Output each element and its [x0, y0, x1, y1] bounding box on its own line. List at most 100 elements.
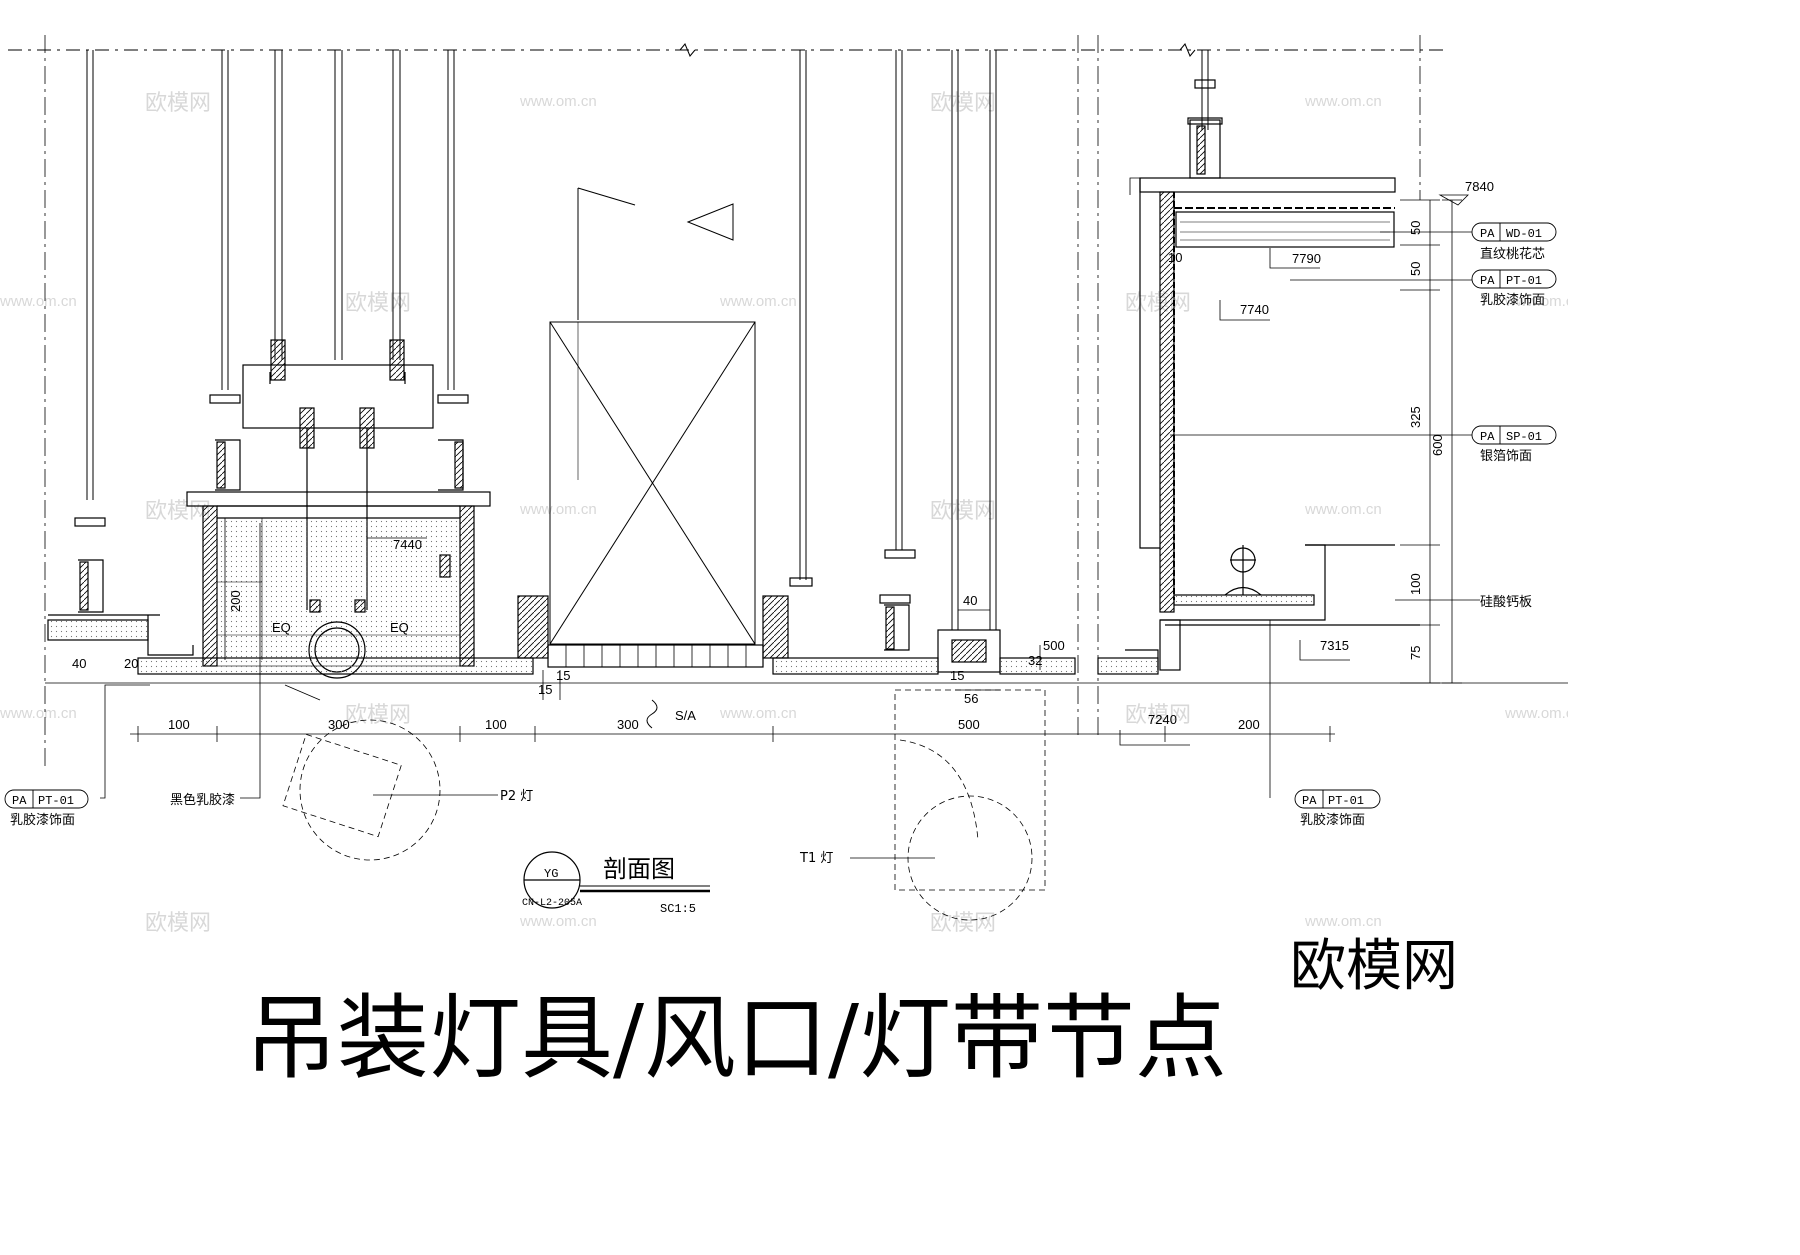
svg-text:WD-01: WD-01 — [1506, 227, 1542, 241]
dim-label: 100 — [1408, 573, 1423, 595]
svg-text:YG: YG — [544, 867, 558, 881]
svg-text:www.om.cn: www.om.cn — [0, 705, 77, 722]
svg-text:www.om.cn: www.om.cn — [1504, 293, 1568, 310]
slab-line — [8, 43, 1445, 57]
svg-text:欧模网: 欧模网 — [145, 911, 211, 936]
dim-label: 300 — [328, 717, 350, 732]
svg-text:www.om.cn: www.om.cn — [1304, 93, 1382, 110]
tag-pt01-right: PA PT-01 乳胶漆饰面 — [1294, 789, 1381, 828]
section-drawing: 欧模网 www.om.cn 欧模网 www.om.cn www.om.cn 欧模… — [0, 35, 1568, 1090]
svg-text:PT-01: PT-01 — [1506, 274, 1542, 288]
svg-text:PA: PA — [1302, 794, 1317, 808]
dim-label: 15 — [950, 668, 964, 683]
elevation-label: 7315 — [1320, 638, 1349, 653]
svg-text:欧模网: 欧模网 — [145, 499, 211, 524]
section-title-block: YG CN-L2-205A 剖面图 SC1:5 — [522, 851, 710, 916]
elevation-label: 7240 — [1148, 712, 1177, 727]
svg-text:欧模网: 欧模网 — [930, 91, 996, 116]
dim-label: 50 — [1408, 262, 1423, 276]
svg-text:www.om.cn: www.om.cn — [1504, 705, 1568, 722]
soffit-box — [186, 491, 491, 679]
dim-label: 32 — [1028, 653, 1042, 668]
svg-text:PA: PA — [1480, 274, 1495, 288]
elevation-labels: 7840 7790 7740 7315 7240 7440 — [393, 179, 1494, 727]
leader-lines — [100, 177, 1480, 859]
hanger-rods — [86, 50, 1209, 630]
dimension-lines — [45, 199, 1568, 742]
dim-label: 600 — [1430, 434, 1445, 456]
dim-label: 300 — [617, 717, 639, 732]
svg-text:乳胶漆饰面: 乳胶漆饰面 — [1480, 292, 1545, 308]
dim-label: 15 — [556, 668, 570, 683]
svg-text:欧模网: 欧模网 — [930, 499, 996, 524]
dimension-labels: 100 300 100 300 S/A 500 200 40 20 15 15 … — [72, 221, 1445, 732]
dim-label: 56 — [964, 691, 978, 706]
dim-label: EQ — [272, 620, 291, 635]
tag-pt01-left: PA PT-01 乳胶漆饰面 — [4, 789, 89, 828]
dim-label: 325 — [1408, 406, 1423, 428]
pendant-lamp-swing — [282, 684, 1046, 921]
svg-text:欧模网: 欧模网 — [345, 703, 411, 728]
svg-text:PT-01: PT-01 — [38, 794, 74, 808]
svg-text:乳胶漆饰面: 乳胶漆饰面 — [10, 812, 75, 828]
svg-text:欧模网: 欧模网 — [930, 911, 996, 936]
dim-label: 40 — [72, 656, 86, 671]
svg-text:PA: PA — [1480, 227, 1495, 241]
calcium-silicate-label: 硅酸钙板 — [1480, 595, 1532, 610]
dim-label: 10 — [1168, 250, 1182, 265]
svg-text:PA: PA — [12, 794, 27, 808]
dim-label: S/A — [675, 708, 696, 723]
svg-text:欧模网: 欧模网 — [145, 91, 211, 116]
material-tags: PA PT-01 乳胶漆饰面 PA WD-01 直纹桃花芯 PA PT-01 乳… — [4, 222, 1557, 828]
watermark-layer: 欧模网 www.om.cn 欧模网 www.om.cn www.om.cn 欧模… — [0, 91, 1568, 936]
dim-label: 100 — [168, 717, 190, 732]
elevation-label: 7740 — [1240, 302, 1269, 317]
page-title: 吊装灯具/风口/灯带节点 — [245, 985, 1227, 1090]
svg-text:www.om.cn: www.om.cn — [519, 93, 597, 110]
dim-label: 15 — [538, 682, 552, 697]
svg-text:www.om.cn: www.om.cn — [719, 293, 797, 310]
svg-text:www.om.cn: www.om.cn — [519, 913, 597, 930]
light-cove — [1125, 79, 1420, 671]
dim-label: 40 — [963, 593, 977, 608]
svg-text:欧模网: 欧模网 — [1125, 291, 1191, 316]
left-ceiling-board — [47, 549, 1159, 675]
svg-text:www.om.cn: www.om.cn — [0, 293, 77, 310]
svg-text:www.om.cn: www.om.cn — [519, 501, 597, 518]
svg-text:直纹桃花芯: 直纹桃花芯 — [1480, 246, 1545, 262]
elevation-marker — [366, 194, 1469, 746]
dim-label: 500 — [1043, 638, 1065, 653]
callout-labels: 黑色乳胶漆 P2 灯 T1 灯 — [170, 789, 833, 866]
svg-text:乳胶漆饰面: 乳胶漆饰面 — [1300, 812, 1365, 828]
black-latex-label: 黑色乳胶漆 — [170, 792, 235, 808]
elevation-label: 7840 — [1465, 179, 1494, 194]
brand-logo-text: 欧模网 — [1290, 934, 1458, 999]
t1-lamp-label: T1 灯 — [799, 851, 833, 866]
svg-text:PT-01: PT-01 — [1328, 794, 1364, 808]
svg-text:www.om.cn: www.om.cn — [1304, 501, 1382, 518]
svg-text:www.om.cn: www.om.cn — [719, 705, 797, 722]
elevation-label: 7440 — [393, 537, 422, 552]
dim-label: 200 — [1238, 717, 1260, 732]
dim-label: 20 — [124, 656, 138, 671]
dim-label: EQ — [390, 620, 409, 635]
svg-text:CN-L2-205A: CN-L2-205A — [522, 898, 582, 909]
svg-text:SP-01: SP-01 — [1506, 430, 1542, 444]
dim-label: 500 — [958, 717, 980, 732]
svg-text:欧模网: 欧模网 — [1125, 703, 1191, 728]
dim-label: 75 — [1408, 646, 1423, 660]
svg-text:www.om.cn: www.om.cn — [1304, 913, 1382, 930]
center-lines — [44, 35, 1421, 770]
tag-pt01-upper: PA PT-01 乳胶漆饰面 — [1471, 269, 1557, 308]
tag-sp01: PA SP-01 银箔饰面 — [1471, 425, 1557, 464]
svg-text:剖面图: 剖面图 — [603, 855, 675, 883]
tag-wd01: PA WD-01 直纹桃花芯 — [1471, 222, 1557, 262]
dim-label: 100 — [485, 717, 507, 732]
cad-drawing-canvas: 欧模网 www.om.cn 欧模网 www.om.cn www.om.cn 欧模… — [0, 35, 1568, 1090]
p2-lamp-label: P2 灯 — [500, 789, 533, 804]
svg-text:欧模网: 欧模网 — [345, 291, 411, 316]
dim-label: 200 — [228, 590, 243, 612]
svg-text:PA: PA — [1480, 430, 1495, 444]
svg-text:银箔饰面: 银箔饰面 — [1480, 448, 1532, 464]
svg-text:SC1:5: SC1:5 — [660, 902, 696, 916]
